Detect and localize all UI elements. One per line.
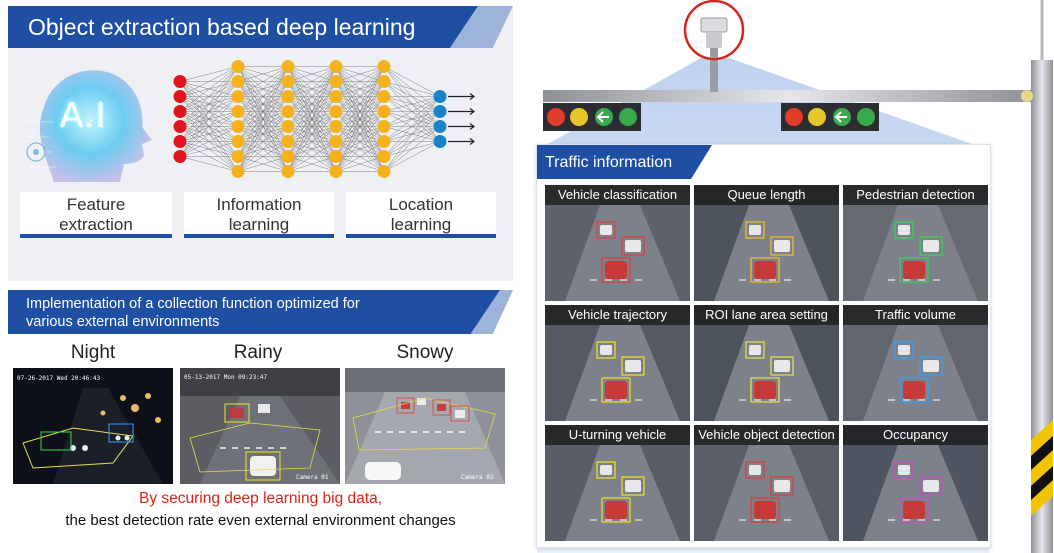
ai-label: A.I bbox=[60, 96, 107, 136]
environments-title-line2: various external environments bbox=[26, 314, 220, 330]
tile-label: Queue length bbox=[694, 185, 839, 205]
nn-node bbox=[281, 135, 295, 148]
nn-node bbox=[281, 165, 295, 178]
nn-node bbox=[377, 135, 391, 148]
output-arrow-icon bbox=[448, 93, 475, 100]
nn-node bbox=[377, 105, 391, 118]
nn-node bbox=[433, 135, 447, 148]
nn-node bbox=[173, 135, 187, 148]
rainy-camera-image: 05-13-2017 Mon 09:23:47 Camera 01 bbox=[180, 368, 340, 484]
output-arrow-icon bbox=[448, 123, 475, 130]
environments-panel: Implementation of a collection function … bbox=[8, 290, 513, 546]
nn-node bbox=[329, 75, 343, 88]
stage-information-learning: Information learning bbox=[184, 192, 334, 238]
nn-node bbox=[281, 75, 295, 88]
nn-node bbox=[173, 150, 187, 163]
tile-label: Occupancy bbox=[843, 425, 988, 445]
tile-occupancy: Occupancy bbox=[843, 425, 988, 541]
nn-node bbox=[329, 105, 343, 118]
ai-head-image bbox=[14, 52, 164, 192]
tile-label: U-turning vehicle bbox=[545, 425, 690, 445]
output-arrow-icon bbox=[448, 138, 475, 145]
nn-node bbox=[173, 120, 187, 133]
deep-learning-panel: Object extraction based deep learning A.… bbox=[8, 6, 513, 281]
nn-node bbox=[231, 75, 245, 88]
footer-highlight: By securing deep learning big data, bbox=[139, 490, 382, 507]
nn-node bbox=[377, 165, 391, 178]
tile-roi-lane-area-setting: ROI lane area setting bbox=[694, 305, 839, 421]
nn-node bbox=[377, 120, 391, 133]
footer-text: the best detection rate even external en… bbox=[65, 512, 456, 529]
stage-line2: learning bbox=[228, 215, 290, 234]
tile-u-turning-vehicle: U-turning vehicle bbox=[545, 425, 690, 541]
nn-node bbox=[231, 105, 245, 118]
nn-node bbox=[281, 120, 295, 133]
rainy-camera-id: Camera 01 bbox=[296, 474, 329, 481]
stage-line1: Location bbox=[388, 195, 454, 214]
nn-node bbox=[433, 90, 447, 103]
nn-node bbox=[281, 90, 295, 103]
tile-label: Traffic volume bbox=[843, 305, 988, 325]
tile-label: Vehicle trajectory bbox=[545, 305, 690, 325]
nn-node bbox=[377, 90, 391, 103]
condition-night-label: Night bbox=[70, 342, 116, 363]
rainy-timestamp: 05-13-2017 Mon 09:23:47 bbox=[184, 374, 267, 381]
nn-node bbox=[231, 90, 245, 103]
nn-node bbox=[329, 165, 343, 178]
nn-node bbox=[329, 120, 343, 133]
deep-learning-title: Object extraction based deep learning bbox=[8, 6, 478, 48]
stage-location-learning: Location learning bbox=[346, 192, 496, 238]
nn-node bbox=[173, 105, 187, 118]
stage-line2: learning bbox=[390, 215, 452, 234]
nn-node bbox=[329, 90, 343, 103]
nn-node bbox=[231, 120, 245, 133]
traffic-scene: Traffic information Vehicle classificati… bbox=[523, 0, 1054, 553]
tile-label: Vehicle object detection bbox=[694, 425, 839, 445]
condition-snowy-label: Snowy bbox=[396, 342, 454, 363]
environments-title-line1: Implementation of a collection function … bbox=[26, 296, 360, 312]
nn-node bbox=[377, 150, 391, 163]
nn-node bbox=[433, 105, 447, 118]
nn-node bbox=[173, 75, 187, 88]
stage-feature-extraction: Feature extraction bbox=[20, 192, 172, 238]
night-camera-image: 07-26-2017 Wed 20:46:43 bbox=[13, 368, 173, 484]
tile-label: Pedestrian detection bbox=[843, 185, 988, 205]
nn-node bbox=[231, 135, 245, 148]
snowy-camera-image: Camera 02 bbox=[345, 368, 505, 484]
tile-traffic-volume: Traffic volume bbox=[843, 305, 988, 421]
nn-connections bbox=[179, 66, 441, 172]
nn-node bbox=[281, 60, 295, 73]
traffic-info-title: Traffic information bbox=[537, 145, 712, 179]
traffic-info-box: Traffic information Vehicle classificati… bbox=[536, 144, 991, 548]
tile-vehicle-classification: Vehicle classification bbox=[545, 185, 690, 301]
nn-node bbox=[329, 135, 343, 148]
nn-node bbox=[377, 60, 391, 73]
nn-node bbox=[281, 150, 295, 163]
nn-node bbox=[173, 90, 187, 103]
nn-node bbox=[377, 75, 391, 88]
night-timestamp: 07-26-2017 Wed 20:46:43 bbox=[17, 375, 100, 382]
nn-node bbox=[231, 60, 245, 73]
tile-label: ROI lane area setting bbox=[694, 305, 839, 325]
condition-rainy-label: Rainy bbox=[233, 342, 283, 363]
stage-line1: Feature bbox=[66, 195, 126, 214]
tile-pedestrian-detection: Pedestrian detection bbox=[843, 185, 988, 301]
nn-node bbox=[329, 60, 343, 73]
neural-network-diagram bbox=[173, 60, 475, 178]
environments-title: Implementation of a collection function … bbox=[8, 290, 500, 334]
nn-node bbox=[433, 120, 447, 133]
tile-vehicle-trajectory: Vehicle trajectory bbox=[545, 305, 690, 421]
nn-node bbox=[231, 150, 245, 163]
nn-node bbox=[231, 165, 245, 178]
output-arrow-icon bbox=[448, 108, 475, 115]
stage-line1: Information bbox=[216, 195, 302, 214]
tile-label: Vehicle classification bbox=[545, 185, 690, 205]
tile-queue-length: Queue length bbox=[694, 185, 839, 301]
stage-line2: extraction bbox=[59, 215, 133, 234]
snowy-camera-id: Camera 02 bbox=[461, 474, 494, 481]
nn-node bbox=[329, 150, 343, 163]
tile-vehicle-object-detection: Vehicle object detection bbox=[694, 425, 839, 541]
nn-node bbox=[281, 105, 295, 118]
